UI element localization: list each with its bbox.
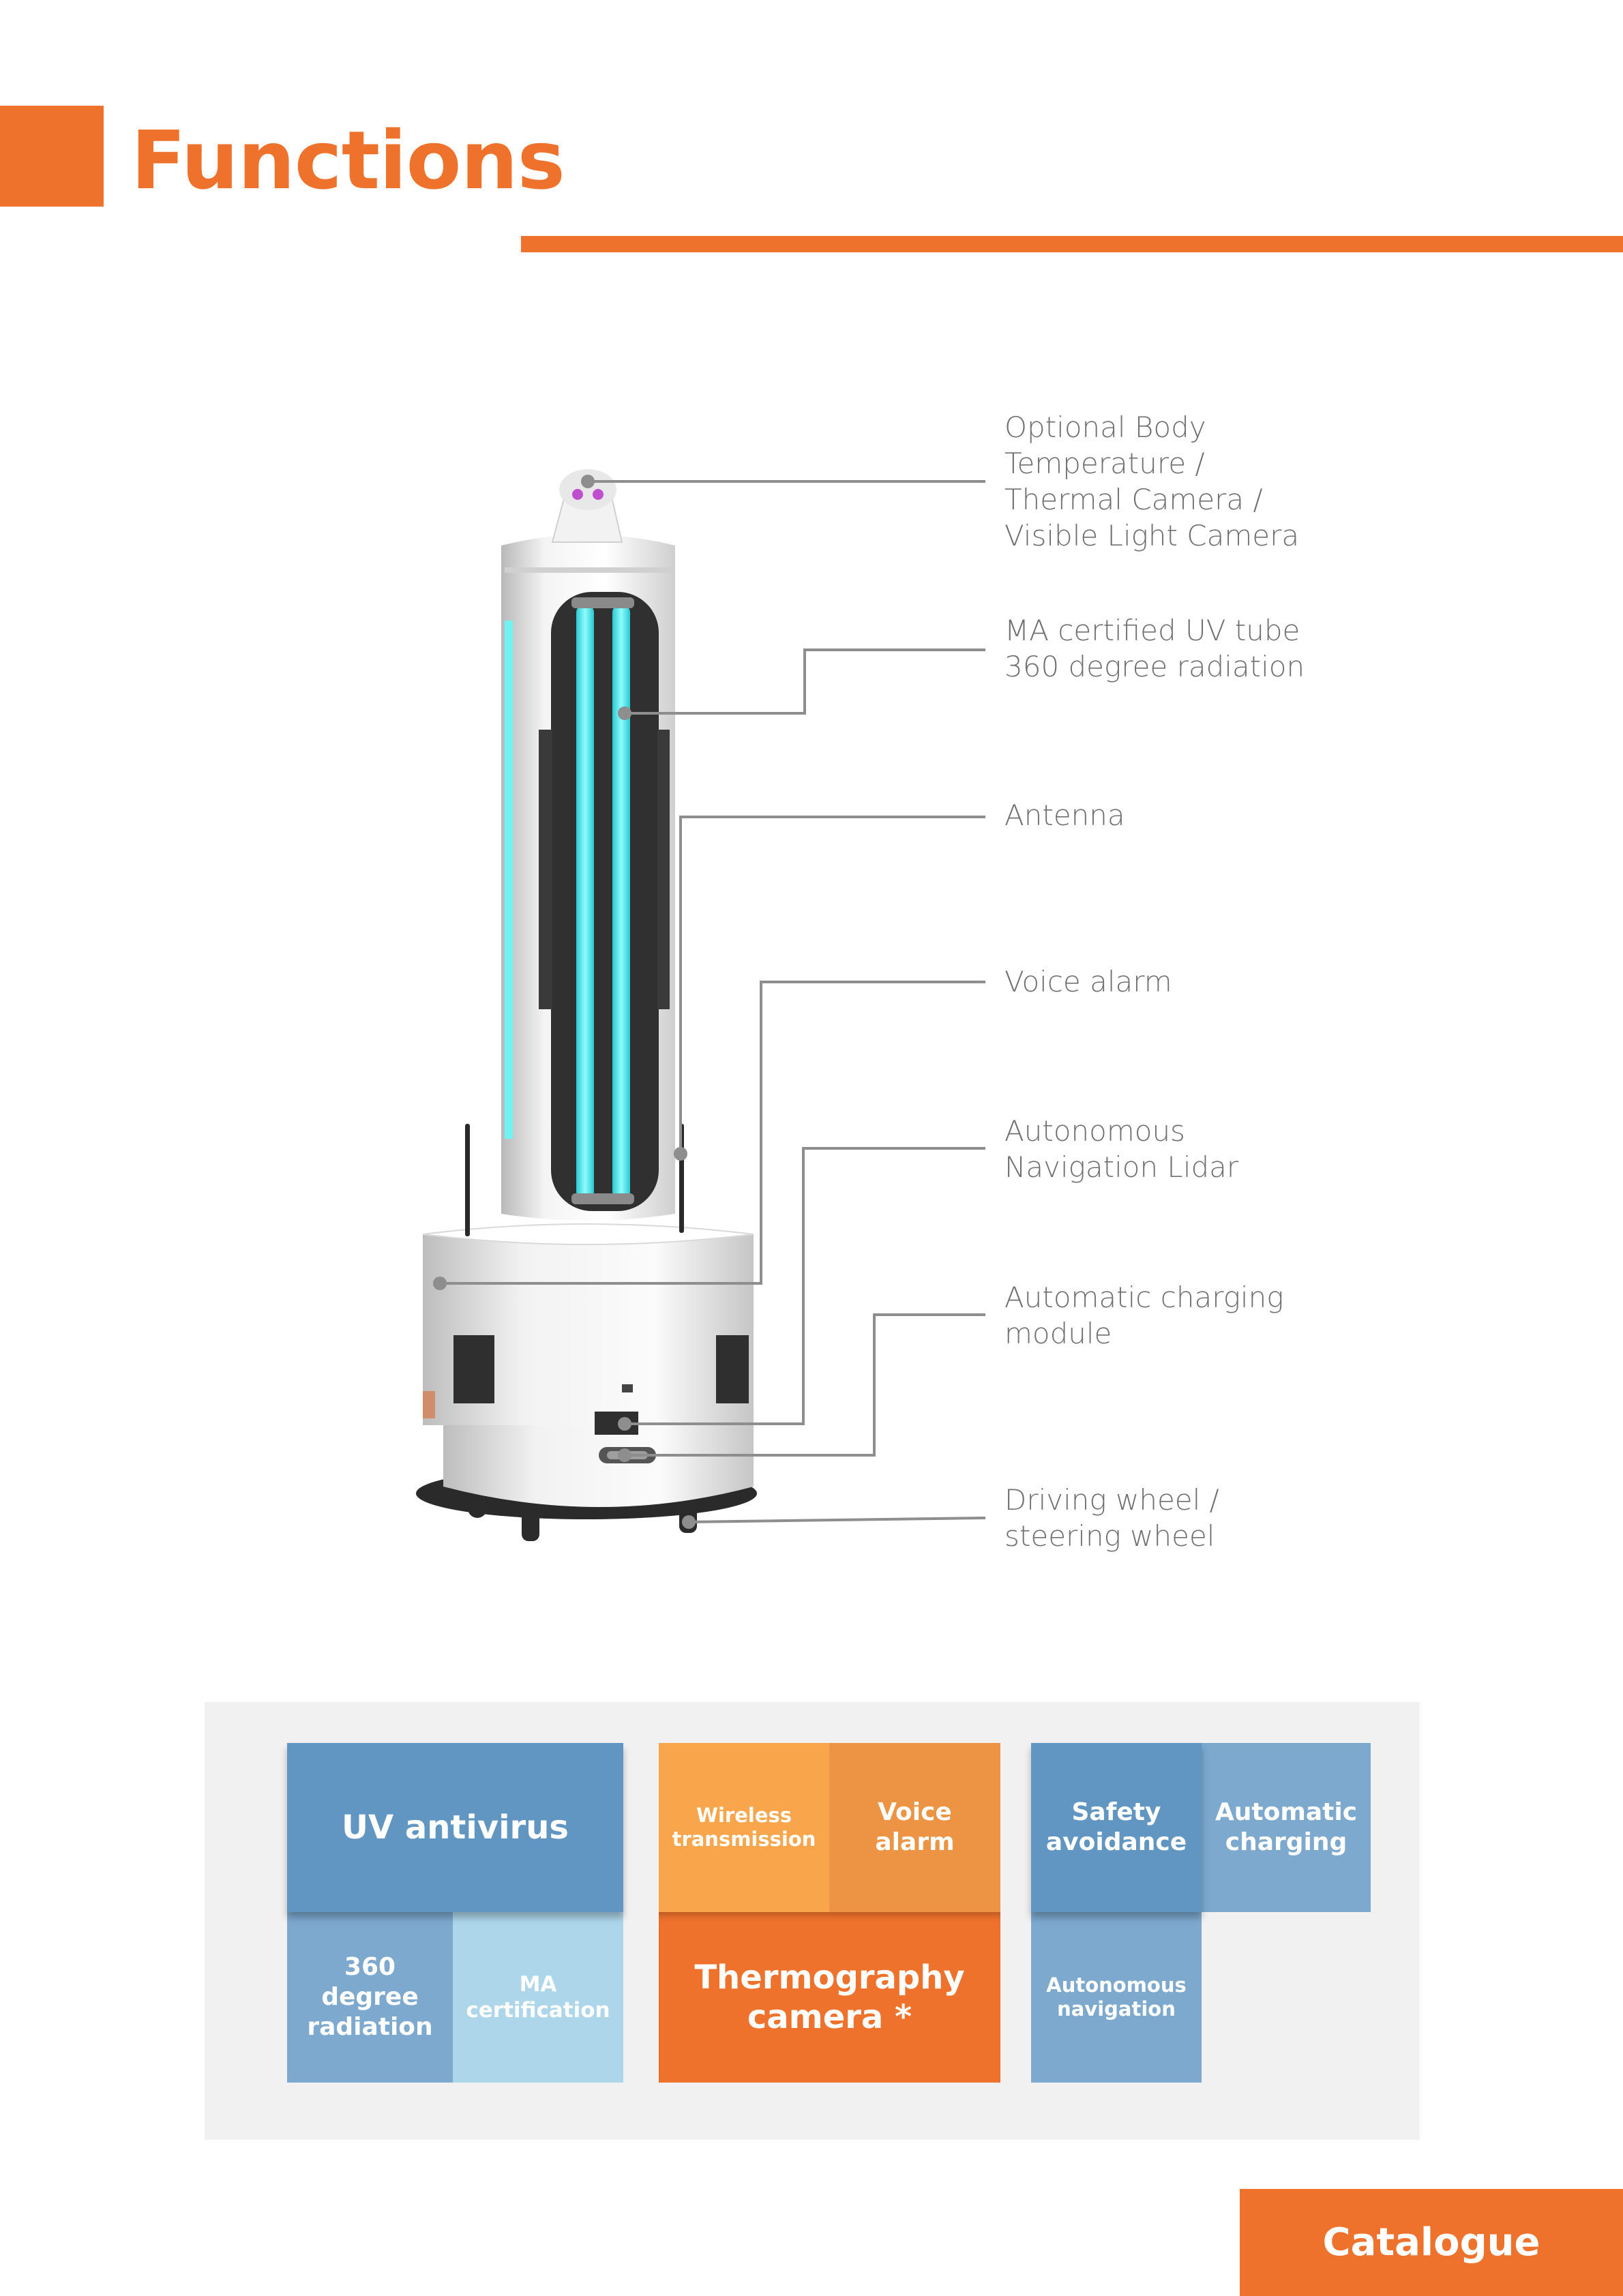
tile-uv-antivirus: UV antivirus xyxy=(287,1743,623,1912)
left-wheel xyxy=(522,1500,539,1541)
tile-wireless-transmission: Wireless transmission xyxy=(659,1743,829,1912)
page-title: Functions xyxy=(131,113,565,207)
catalogue-button[interactable]: Catalogue xyxy=(1240,2189,1623,2296)
tile-ma-certification: MA certification xyxy=(453,1912,623,2083)
robot-illustration xyxy=(416,469,986,1541)
camera-lens-left xyxy=(572,489,583,500)
base-top xyxy=(423,1224,754,1337)
callout-uv-tube: MA certified UV tube 360 degree radiatio… xyxy=(1004,614,1305,683)
side-uv-strip xyxy=(505,621,513,1139)
callout-charging: Automatic charging module xyxy=(1004,1281,1284,1350)
leader-uv-tube xyxy=(625,648,985,715)
uv-tube-right xyxy=(612,606,630,1199)
callout-antenna: Antenna xyxy=(1004,799,1125,832)
tile-automatic-charging: Automatic charging xyxy=(1202,1743,1371,1912)
callout-voice-alarm: Voice alarm xyxy=(1004,965,1172,998)
tile-thermography-camera: Thermography camera * xyxy=(659,1912,1000,2083)
uv-window xyxy=(551,592,659,1211)
camera-lens-right xyxy=(593,489,604,500)
callout-camera: Optional Body Temperature / Thermal Came… xyxy=(1004,411,1300,552)
leader-voice xyxy=(440,981,985,1285)
tile-autonomous-navigation: Autonomous navigation xyxy=(1031,1912,1202,2083)
tile-safety-avoidance: Safety avoidance xyxy=(1031,1743,1202,1912)
callout-lidar: Autonomous Navigation Lidar xyxy=(1004,1114,1239,1184)
leader-wheel xyxy=(688,1517,986,1523)
callout-wheel: Driving wheel / steering wheel xyxy=(1004,1483,1219,1553)
uv-tube-left xyxy=(576,606,594,1199)
antenna-left xyxy=(465,1124,470,1236)
title-underline xyxy=(521,236,1623,252)
leader-lidar xyxy=(625,1147,985,1425)
header-accent-block xyxy=(0,106,104,207)
leader-antenna xyxy=(679,816,985,1154)
tile-360-radiation: 360 degree radiation xyxy=(287,1912,453,2083)
tile-voice-alarm: Voice alarm xyxy=(829,1743,1000,1912)
base-lower xyxy=(443,1425,754,1507)
leader-charging xyxy=(625,1313,985,1457)
